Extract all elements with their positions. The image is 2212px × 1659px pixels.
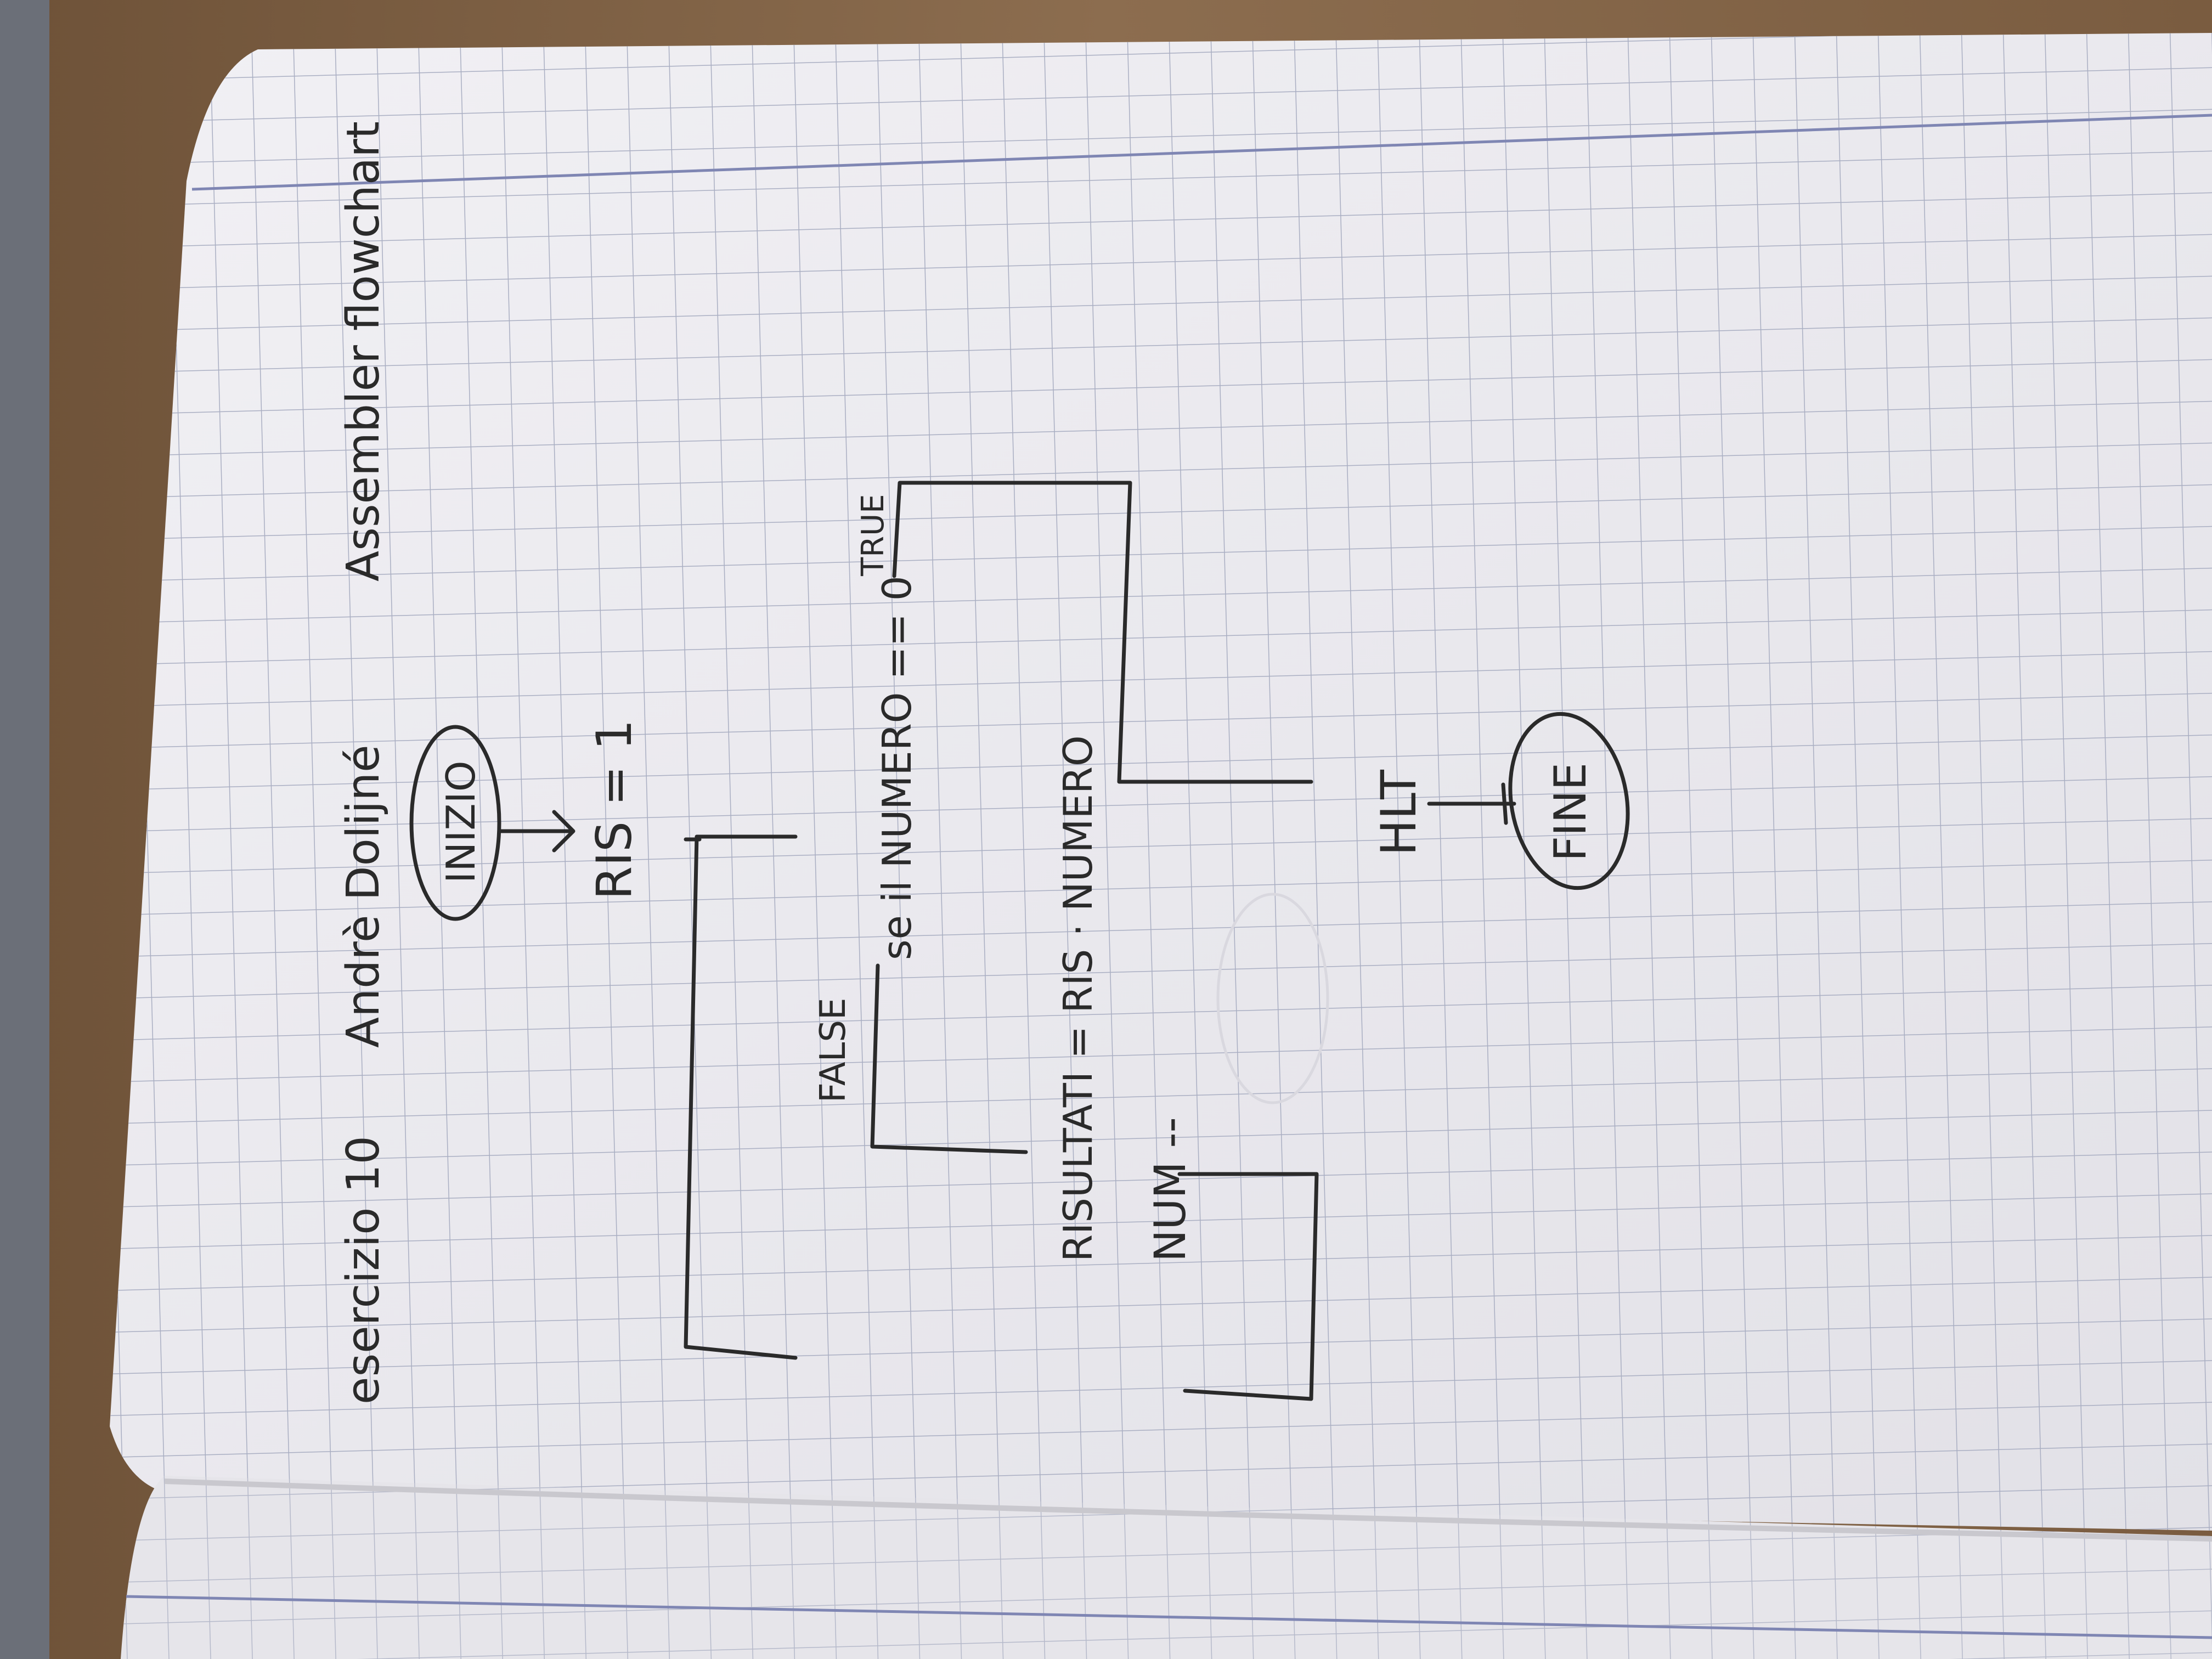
- handwriting: esercizio 10 Andrè Dolijné Assembler flo…: [337, 121, 1630, 1404]
- erased-mark: [1216, 893, 1329, 1104]
- true-branch-line: [892, 481, 1313, 784]
- page-margin-line: [191, 114, 2212, 191]
- false-branch-line: [870, 963, 1028, 1154]
- heading-exercise: esercizio 10: [337, 1136, 390, 1404]
- heading-subject: Assembler flowchart: [337, 121, 390, 582]
- decrement-return-line: [1177, 1172, 1319, 1401]
- start-terminal-label: INIZIO: [438, 760, 484, 883]
- start-terminal-ellipse: [409, 725, 501, 921]
- end-terminal-label: FINE: [1545, 763, 1596, 861]
- condition-label: se il NUMERO == 0: [874, 575, 920, 960]
- decrement-step-label: NUM --: [1146, 1117, 1195, 1262]
- true-branch-label: TRUE: [855, 494, 891, 577]
- init-step-label: RIS = 1: [586, 719, 642, 900]
- multiply-step-label: RISULTATI = RIS · NUMERO: [1055, 735, 1101, 1262]
- heading-author: Andrè Dolijné: [337, 744, 390, 1048]
- false-branch-label: FALSE: [813, 998, 854, 1103]
- halt-step-label: HLT: [1370, 769, 1427, 856]
- start-arrow: [497, 810, 575, 853]
- notebook-cover-edge: [0, 0, 49, 1659]
- loop-back-line: [684, 834, 798, 1360]
- halt-connector: [1427, 782, 1516, 825]
- end-terminal-ellipse: [1508, 712, 1630, 890]
